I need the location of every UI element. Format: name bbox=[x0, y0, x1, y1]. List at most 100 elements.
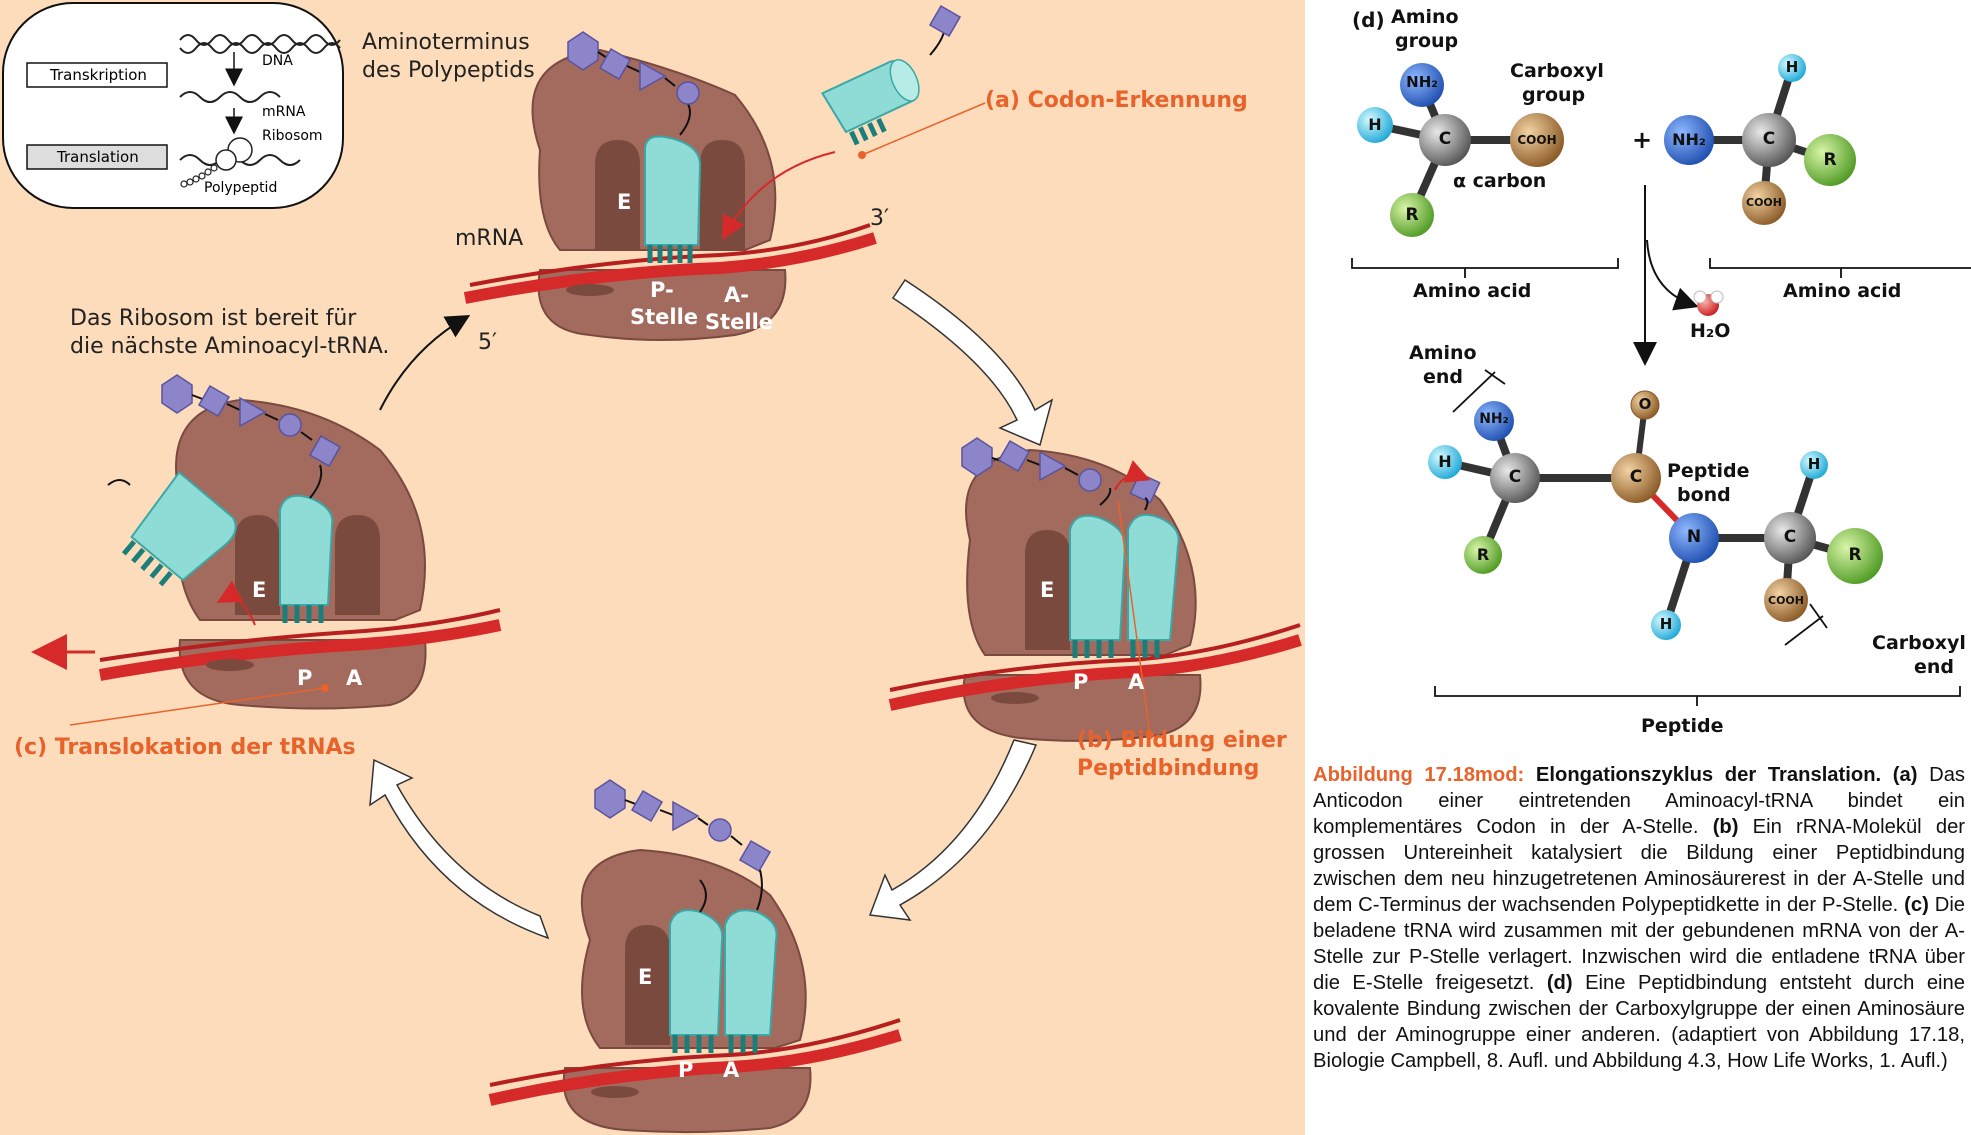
bottom-site-a: A bbox=[723, 1058, 740, 1082]
caption-c-label: (c) bbox=[1904, 894, 1929, 916]
caption-heading: Elongationszyklus der Translation. bbox=[1535, 764, 1882, 786]
amino-group-label-line1: Amino bbox=[1391, 6, 1459, 28]
ribosome-left bbox=[31, 374, 502, 726]
amino-acid-2 bbox=[1664, 54, 1856, 225]
amino-end-label-line1: Amino bbox=[1409, 342, 1477, 364]
cycle-arrows bbox=[369, 278, 1054, 940]
pep-c2: C bbox=[1629, 467, 1643, 487]
cycle-arrow-c-to-a bbox=[379, 314, 471, 411]
peptide-bond-label-line1: Peptide bbox=[1667, 460, 1750, 482]
pep-h2: H bbox=[1659, 615, 1673, 633]
elongation-cycle-panel: Transkription Translation DNA mRNA Ribos… bbox=[0, 0, 1305, 1135]
pep-n: N bbox=[1686, 527, 1702, 547]
cycle-arrow-b-to-bottom bbox=[868, 739, 1038, 921]
caption-d-label: (d) bbox=[1546, 972, 1573, 994]
caption-a-text: Das Anticodon einer eintretenden Aminoac… bbox=[1313, 764, 1966, 838]
ribosome-bottom bbox=[488, 779, 902, 1134]
aa2-cooh: COOH bbox=[1746, 196, 1782, 209]
step-b-label-line2: Peptidbindung bbox=[1077, 756, 1260, 781]
amino-group-label-line2: group bbox=[1395, 30, 1459, 52]
pep-o: O bbox=[1638, 395, 1652, 413]
step-b-label-line1: (b) Bildung einer bbox=[1077, 728, 1287, 753]
aa1-nh2: NH₂ bbox=[1406, 73, 1438, 91]
caption-title: Abbildung 17.18mod: bbox=[1313, 764, 1525, 786]
peptide-label: Peptide bbox=[1641, 715, 1724, 737]
left-site-p: P bbox=[297, 666, 313, 690]
aa2-nh2: NH₂ bbox=[1672, 130, 1706, 149]
inset-ribosome-label: Ribosom bbox=[262, 128, 323, 144]
caption-b-text: Ein rRNA-Molekül der grossen Untereinhei… bbox=[1313, 816, 1966, 916]
overview-inset bbox=[2, 2, 344, 209]
mrna-strand bbox=[179, 91, 281, 103]
peptide-bond-label-line2: bond bbox=[1677, 484, 1731, 506]
aa2-h: H bbox=[1785, 58, 1799, 76]
ready-label-line1: Das Ribosom ist bereit für bbox=[70, 306, 357, 331]
pep-r2: R bbox=[1848, 545, 1862, 565]
left-site-a: A bbox=[346, 666, 363, 690]
figure-caption: Abbildung 17.18mod: Elongationszyklus de… bbox=[1313, 762, 1965, 1074]
aa1-h: H bbox=[1368, 115, 1382, 134]
pep-h1: H bbox=[1438, 452, 1452, 471]
cycle-arrow-bottom-to-c bbox=[369, 758, 550, 940]
amino-acid-1 bbox=[1357, 63, 1564, 237]
top-p-stelle-line2: Stelle bbox=[630, 305, 699, 329]
amino-end-label-line2: end bbox=[1423, 366, 1464, 388]
carboxyl-group-label-line2: group bbox=[1522, 84, 1586, 106]
caption-a-label: (a) bbox=[1892, 764, 1918, 786]
right-site-e: E bbox=[1040, 578, 1055, 602]
pep-r1: R bbox=[1476, 545, 1490, 564]
amino-acid-right-label: Amino acid bbox=[1783, 280, 1902, 302]
aa2-r: R bbox=[1823, 150, 1837, 170]
ready-label-line2: die nächste Aminoacyl-tRNA. bbox=[70, 334, 390, 359]
inset-polypeptide-label: Polypeptid bbox=[204, 180, 278, 196]
plus-sign: + bbox=[1632, 126, 1653, 154]
peptide-bond-panel: NH₂ H C R COOH NH₂ H C R COOH NH₂ H C R … bbox=[1305, 0, 1971, 760]
transcription-box bbox=[26, 62, 168, 88]
inset-translation-label: Translation bbox=[57, 148, 139, 166]
top-a-stelle-line2: Stelle bbox=[705, 310, 774, 334]
pep-h3: H bbox=[1807, 455, 1821, 473]
inset-mrna-label: mRNA bbox=[262, 104, 306, 120]
aa1-r: R bbox=[1405, 205, 1419, 225]
ribosome-top bbox=[463, 4, 986, 341]
carboxyl-end-label-line1: Carboxyl bbox=[1872, 632, 1966, 654]
pep-nh2: NH₂ bbox=[1479, 411, 1509, 427]
top-p-stelle-line1: P- bbox=[650, 278, 674, 302]
bottom-site-p: P bbox=[678, 1058, 694, 1082]
right-site-p: P bbox=[1073, 670, 1089, 694]
aa2-c: C bbox=[1762, 129, 1776, 149]
caption-d-text: Eine Peptidbindung entsteht durch eine k… bbox=[1313, 972, 1965, 1072]
pep-c3: C bbox=[1783, 527, 1797, 547]
top-a-stelle-line1: A- bbox=[724, 283, 749, 307]
ribosome-right bbox=[888, 437, 1302, 742]
inset-dna-label: DNA bbox=[262, 53, 293, 69]
pep-cooh: COOH bbox=[1768, 594, 1804, 607]
step-a-label: (a) Codon-Erkennung bbox=[985, 88, 1248, 113]
left-site-e: E bbox=[252, 578, 267, 602]
aa1-c: C bbox=[1438, 129, 1452, 149]
five-prime-label: 5′ bbox=[478, 330, 497, 355]
aa1-cooh: COOH bbox=[1517, 133, 1557, 147]
dipeptide bbox=[1428, 390, 1883, 640]
step-c-label: (c) Translokation der tRNAs bbox=[14, 735, 356, 760]
caption-c-text: Die beladene tRNA wird zusammen mit der … bbox=[1313, 894, 1966, 994]
mrna-label: mRNA bbox=[455, 226, 524, 251]
water-label: H₂O bbox=[1690, 320, 1731, 342]
right-site-a: A bbox=[1128, 670, 1145, 694]
cycle-illustration bbox=[2, 2, 1302, 1134]
alpha-carbon-label: α carbon bbox=[1453, 170, 1547, 192]
three-prime-label: 3′ bbox=[870, 206, 889, 231]
amino-acid-left-label: Amino acid bbox=[1413, 280, 1532, 302]
translation-box bbox=[26, 144, 168, 170]
aminoterminus-label-line2: des Polypeptids bbox=[362, 58, 535, 83]
bottom-site-e: E bbox=[638, 965, 653, 989]
carboxyl-group-label-line1: Carboxyl bbox=[1510, 60, 1604, 82]
caption-b-label: (b) bbox=[1712, 816, 1739, 838]
top-site-e: E bbox=[617, 190, 632, 214]
peptide-bond-illustration bbox=[1351, 54, 1971, 706]
carboxyl-end-label-line2: end bbox=[1914, 656, 1955, 678]
pep-c1: C bbox=[1508, 467, 1522, 487]
panel-d-label: (d) bbox=[1352, 8, 1385, 32]
inset-transcription-label: Transkription bbox=[50, 66, 147, 84]
aminoterminus-label-line1: Aminoterminus bbox=[362, 30, 530, 55]
